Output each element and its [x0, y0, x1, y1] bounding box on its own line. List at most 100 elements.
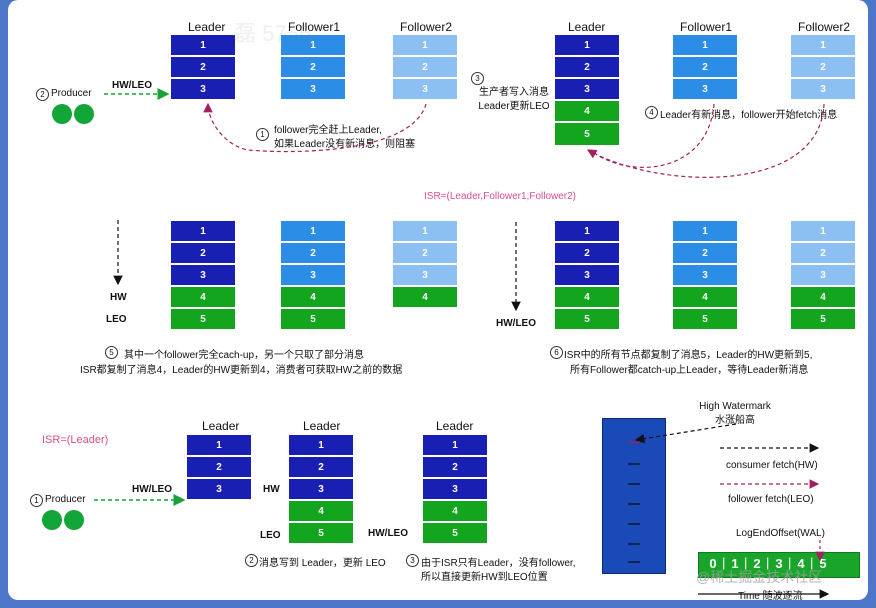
d1-follower1-msg-2: 2: [280, 56, 346, 78]
d2-follower1-header: Follower1: [680, 20, 733, 34]
d2-leader-msg-1: 1: [554, 34, 620, 56]
d1-producer-icon: [74, 104, 94, 124]
d1-follower1-msg-3: 3: [280, 78, 346, 100]
d4-caption-line1: ISR中的所有节点都复制了消息5，Leader的HW更新到5,: [564, 350, 813, 361]
d5b-leader-msg-5: 5: [288, 522, 354, 544]
d3-follower2-msg-4: 4: [392, 286, 458, 308]
d5-step-1-marker: 1: [30, 494, 43, 507]
d3-follower2-msg-2: 2: [392, 242, 458, 264]
d1-leader-header: Leader: [188, 20, 226, 34]
d3-caption-line2: ISR都复制了消息4，Leader的HW更新到4，消费者可获取HW之前的数据: [80, 365, 403, 376]
d5a-leader-header: Leader: [202, 419, 240, 433]
d2-fetch-arrow-f2: [586, 103, 825, 178]
d5c-leader-msg-4: 4: [422, 500, 488, 522]
d2-step-4-marker: 4: [645, 106, 658, 119]
d2-leader-header: Leader: [568, 20, 606, 34]
d5-caption-c1: 由于ISR只有Leader，没有follower,: [421, 558, 576, 569]
d5-caption-c2: 所以直接更新HW到LEO位置: [421, 572, 548, 583]
d4-hwleo-label: HW/LEO: [496, 318, 536, 329]
d3-follower1-msg-3: 3: [280, 264, 346, 286]
d2-fetch-note: Leader有新消息，follower开始fetch消息: [660, 110, 838, 121]
d4-follower1-msg-4: 4: [672, 286, 738, 308]
d4-step-6-marker: 6: [550, 346, 563, 359]
d1-note: follower完全赶上Leader, 如果Leader没有新消息，则阻塞: [274, 124, 415, 152]
tank-ticks: [628, 441, 640, 563]
d2-leader-msg-2: 2: [554, 56, 620, 78]
time-label: Time 随波逐流: [738, 591, 803, 600]
d4-leader-msg-3: 3: [554, 264, 620, 286]
d2-follower1-msg-1: 1: [672, 34, 738, 56]
d1-follower1-msg-1: 1: [280, 34, 346, 56]
watermark-tank: [602, 418, 666, 574]
d1-follower2-msg-1: 1: [392, 34, 458, 56]
d5-step-2-marker: 2: [245, 554, 258, 567]
d3-follower2-msg-3: 3: [392, 264, 458, 286]
d5-hwleo-label: HW/LEO: [132, 484, 172, 495]
d5a-leader-msg-3: 3: [186, 478, 252, 500]
d4-follower1-msg-3: 3: [672, 264, 738, 286]
d1-note-line: follower完全赶上Leader,: [274, 125, 382, 136]
d1-leader-msg-3: 3: [170, 78, 236, 100]
d2-leader-msg-3: 3: [554, 78, 620, 100]
d4-leader-msg-5: 5: [554, 308, 620, 330]
isr-all-label: ISR=(Leader,Follower1,Follower2): [424, 191, 577, 202]
d2-follower2-msg-2: 2: [790, 56, 856, 78]
d3-follower1-msg-1: 1: [280, 220, 346, 242]
d2-follower2-msg-1: 1: [790, 34, 856, 56]
d1-producer-label: Producer: [51, 88, 92, 99]
d3-leader-msg-5: 5: [170, 308, 236, 330]
offset-cell: 1: [731, 556, 739, 571]
d5-caption-b: 消息写到 Leader，更新 LEO: [259, 558, 386, 569]
d1-follower2-header: Follower2: [400, 20, 453, 34]
d4-leader-msg-4: 4: [554, 286, 620, 308]
d2-fetch-arrow-f1: [589, 103, 715, 168]
d2-leader-msg-5: 5: [554, 122, 620, 146]
offset-separator: |: [810, 555, 814, 570]
d5-producer-icon: [64, 510, 84, 530]
d3-hw-label: HW: [110, 292, 127, 303]
d3-leader-msg-3: 3: [170, 264, 236, 286]
d3-leo-label: LEO: [106, 314, 127, 325]
offset-separator: |: [788, 555, 792, 570]
d2-leader-msg-4: 4: [554, 100, 620, 122]
d4-follower2-msg-2: 2: [790, 242, 856, 264]
d5a-leader-msg-2: 2: [186, 456, 252, 478]
legend-follower-label: follower fetch(LEO): [728, 494, 814, 505]
connector-layer: [94, 88, 830, 599]
d5c-leader-msg-3: 3: [422, 478, 488, 500]
d5b-hw-label: HW: [263, 484, 280, 495]
d5b-leader-msg-4: 4: [288, 500, 354, 522]
d1-note-line: 如果Leader没有新消息，则阻塞: [274, 139, 416, 150]
d1-hwleo-label: HW/LEO: [112, 80, 152, 91]
d5-step-3-marker: 3: [406, 554, 419, 567]
watermark-text: 磊 5756: [234, 21, 312, 46]
d4-follower2-msg-1: 1: [790, 220, 856, 242]
d4-follower2-msg-4: 4: [790, 286, 856, 308]
d2-write-note: 生产者写入消息 Leader更新LEO: [474, 86, 554, 114]
diagram-canvas: Leader Follower1 Follower2 1 2 3 1 2 3 1…: [8, 0, 868, 600]
d3-follower1-msg-2: 2: [280, 242, 346, 264]
d1-step-1-marker: 1: [256, 128, 269, 141]
d2-follower1-msg-3: 3: [672, 78, 738, 100]
d5c-leader-msg-5: 5: [422, 522, 488, 544]
d1-follower2-msg-3: 3: [392, 78, 458, 100]
d3-follower1-msg-5: 5: [280, 308, 346, 330]
d4-leader-msg-2: 2: [554, 242, 620, 264]
d1-follower1-header: Follower1: [288, 20, 341, 34]
d1-fetch-arrow: [203, 102, 427, 153]
d2-follower1-msg-2: 2: [672, 56, 738, 78]
d3-leader-msg-4: 4: [170, 286, 236, 308]
d4-follower1-msg-5: 5: [672, 308, 738, 330]
d5c-leader-msg-1: 1: [422, 434, 488, 456]
d1-follower2-msg-2: 2: [392, 56, 458, 78]
d5-producer-icon: [42, 510, 62, 530]
legend-logend-label: LogEndOffset(WAL): [736, 528, 825, 539]
legend-hw-pointer: [634, 423, 737, 444]
offset-cell: 2: [753, 556, 761, 571]
legend-hw-title-line: 水涨船高: [715, 415, 755, 426]
offset-cell: 0: [709, 556, 717, 571]
d5a-leader-msg-1: 1: [186, 434, 252, 456]
d3-follower1-msg-4: 4: [280, 286, 346, 308]
d3-step-5-marker: 5: [105, 346, 118, 359]
offset-cell: 5: [819, 556, 827, 571]
